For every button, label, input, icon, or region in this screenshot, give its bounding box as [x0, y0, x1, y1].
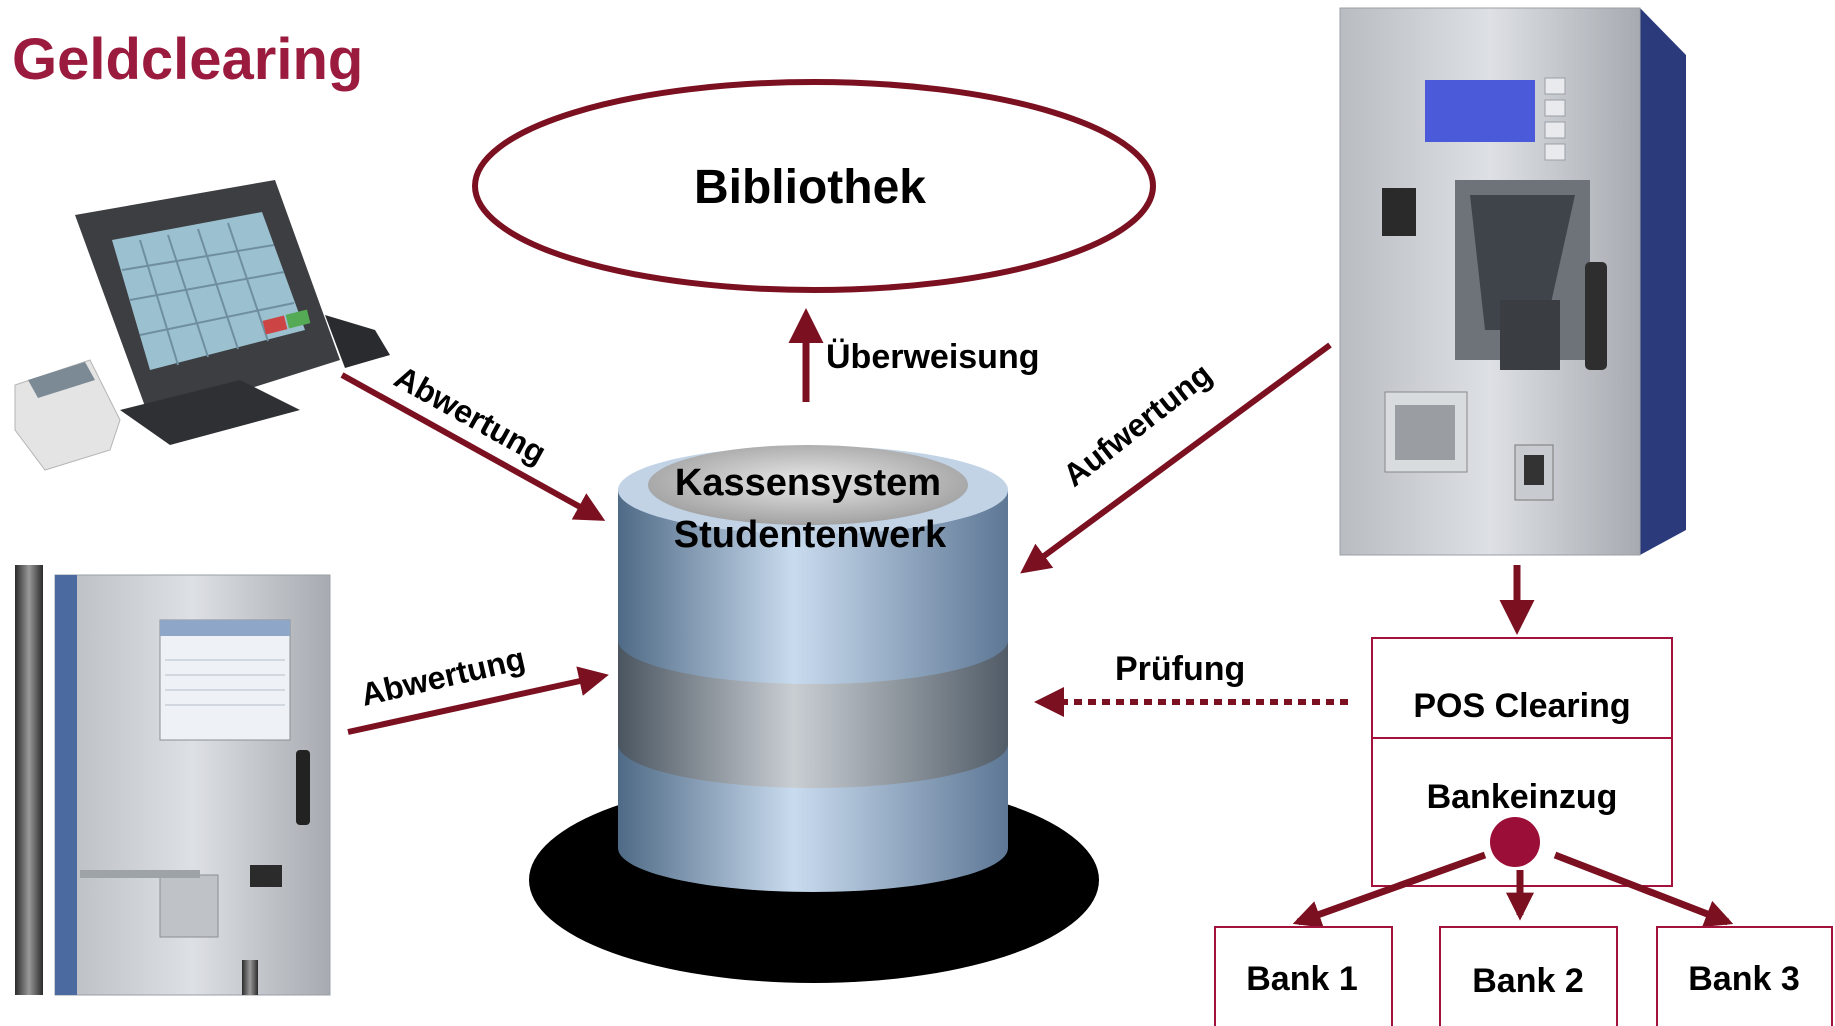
kiosk-debit-label: Abwertung [357, 640, 528, 713]
wall-kiosk-image [15, 565, 331, 996]
bank1-label: Bank 1 [1246, 960, 1358, 998]
check-label: Prüfung [1115, 650, 1245, 688]
pos-clearing-label: POS Clearing [1413, 687, 1630, 725]
topup-machine-image [1339, 7, 1686, 556]
library-node: Bibliothek [472, 79, 1156, 293]
topup-label: Aufwertung [1056, 356, 1218, 494]
bank2-box: Bank 2 [1439, 926, 1618, 1026]
bank1-box: Bank 1 [1214, 926, 1393, 1026]
pos-clearing-box: POS Clearing Bankeinzug [1371, 637, 1673, 887]
bank-collection-label: Bankeinzug [1427, 778, 1618, 816]
topup-arrow: Aufwertung [1020, 342, 1332, 574]
pos-debit-arrow: Abwertung [340, 359, 606, 521]
pos-terminal-image [14, 180, 390, 471]
database-cylinder: Kassensystem Studentenwerk [529, 445, 1099, 983]
transfer-label: Überweisung [826, 338, 1039, 376]
transfer-arrow: Überweisung [788, 308, 1039, 402]
database-label-line2: Studentenwerk [674, 514, 947, 556]
bank3-label: Bank 3 [1688, 960, 1800, 998]
database-label-line1: Kassensystem [675, 462, 941, 504]
bank2-label: Bank 2 [1472, 962, 1584, 1000]
library-label: Bibliothek [694, 161, 926, 214]
kiosk-debit-arrow: Abwertung [347, 640, 609, 735]
page-title: Geldclearing [12, 27, 364, 92]
distribution-dot [1490, 817, 1540, 867]
check-arrow: Prüfung [1034, 650, 1348, 717]
bank3-box: Bank 3 [1656, 926, 1833, 1026]
bank-arrows [1292, 851, 1734, 928]
